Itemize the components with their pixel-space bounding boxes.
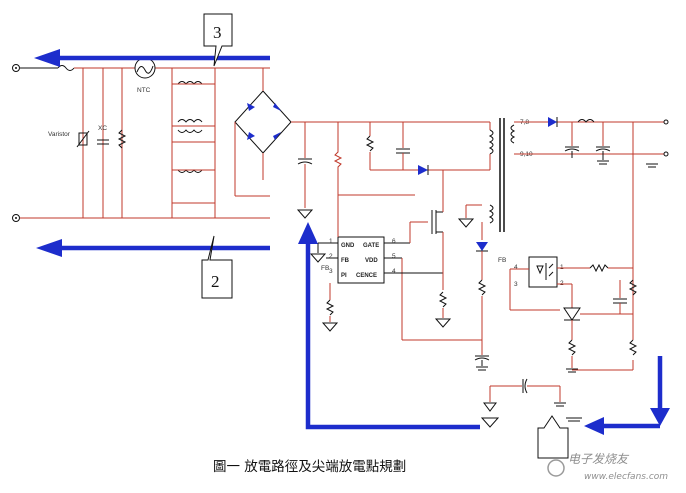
ic-pin-5: 5	[392, 253, 396, 260]
callout-3-label: 3	[213, 23, 222, 42]
varistor-label: Varistor	[48, 131, 71, 138]
snubber-network	[365, 122, 490, 175]
ic-pin-6: 6	[392, 238, 396, 245]
watermark-text: 电子发烧友	[568, 452, 630, 466]
discharge-path-arrows	[34, 49, 670, 435]
ic-pin-2: 2	[329, 253, 333, 260]
ic-pin-3: 3	[329, 268, 333, 275]
ic-sense-label: CENCE	[356, 273, 377, 279]
transformer: 7,8 9,10	[488, 118, 533, 232]
secondary-output	[514, 117, 669, 340]
fb-right-label: FB	[498, 257, 506, 264]
optocoupler: FB 3 4 1 2	[498, 256, 638, 373]
ntc-label: NTC	[137, 87, 151, 94]
aux-winding	[457, 204, 490, 371]
opto-pin-3: 3	[514, 281, 518, 288]
ic-vdd-label: VDD	[365, 258, 378, 264]
varistor-symbol: Varistor	[48, 130, 90, 148]
ic-gnd-label: GND	[341, 243, 355, 249]
callout-2: 2	[201, 235, 233, 299]
bulk-capacitor	[296, 122, 314, 219]
spark-gap-callout	[537, 415, 569, 459]
y-capacitor	[480, 378, 582, 428]
bridge-rectifier	[234, 68, 490, 197]
opto-pin-4: 4	[514, 264, 518, 271]
xc-capacitor: XC	[97, 125, 109, 145]
ic-gate-label: GATE	[363, 243, 379, 249]
ic-pin-1: 1	[329, 238, 333, 245]
bleeder-resistor	[117, 129, 127, 149]
callout-3: 3	[203, 13, 233, 67]
xc-label: XC	[98, 125, 107, 132]
left-return-path	[305, 242, 480, 430]
figure-caption: 圖一 放電路徑及尖端放電點規劃	[213, 459, 406, 475]
ic-fb-label: FB	[341, 258, 350, 264]
watermark-logo: 电子发烧友 www.elecfans.com	[547, 452, 668, 482]
mosfet-switch	[431, 170, 452, 328]
ntc-thermistor: NTC	[134, 57, 156, 94]
common-mode-chokes	[171, 68, 216, 218]
callout-2-label: 2	[211, 272, 220, 291]
startup-resistor	[333, 122, 343, 197]
ic-pin-4: 4	[392, 268, 396, 275]
fb-left-label: FB	[321, 265, 329, 272]
ic-pi-label: PI	[341, 273, 347, 279]
watermark-url: www.elecfans.com	[584, 472, 668, 482]
controller-ic: GND GATE FB VDD PI CENCE 1 2 3 4 5 6 FB	[309, 194, 482, 341]
